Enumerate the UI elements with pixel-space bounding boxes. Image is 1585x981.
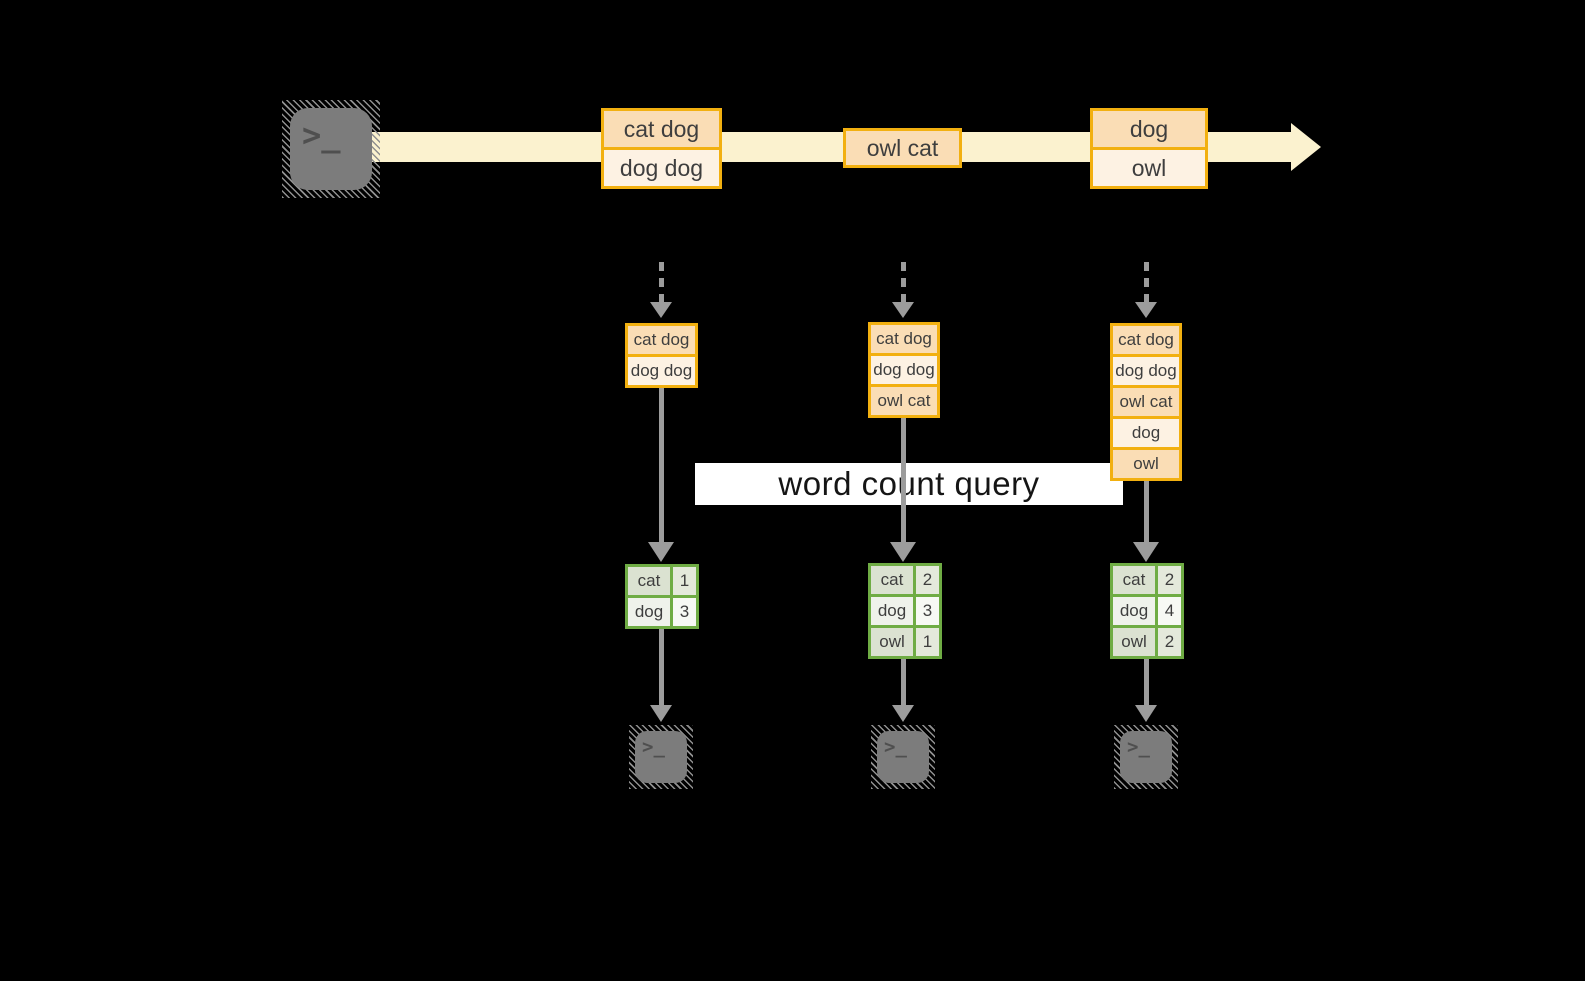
terminal-screen: >_	[877, 731, 929, 783]
terminal-prompt-icon: >_	[642, 736, 665, 758]
query-arrowhead-icon	[1133, 542, 1159, 562]
trigger-arrow-line-3	[1144, 262, 1149, 302]
result-arrow-line-1	[659, 629, 664, 706]
stream-event-box-1: cat dog dog dog	[601, 108, 722, 189]
query-arrowhead-icon	[648, 542, 674, 562]
trigger-arrowhead-icon	[1135, 302, 1157, 318]
state-line: owl	[1113, 450, 1179, 478]
word-cell: cat	[1113, 566, 1155, 594]
query-arrow-line-2	[901, 417, 906, 544]
terminal-screen: >_	[635, 731, 687, 783]
count-table-3: cat 2 dog 4 owl 2	[1110, 563, 1184, 659]
stream-arrowhead-icon	[1291, 123, 1321, 171]
stream-event-line: owl	[1093, 150, 1205, 186]
trigger-arrow-line-2	[901, 262, 906, 302]
result-arrowhead-icon	[892, 705, 914, 722]
count-cell: 1	[916, 628, 939, 656]
result-arrowhead-icon	[1135, 705, 1157, 722]
stream-event-line: cat dog	[604, 111, 719, 147]
word-cell: dog	[1113, 597, 1155, 625]
count-cell: 3	[673, 598, 696, 626]
word-cell: cat	[628, 567, 670, 595]
count-cell: 3	[916, 597, 939, 625]
state-line: dog dog	[628, 357, 695, 385]
word-cell: dog	[628, 598, 670, 626]
terminal-screen: >_	[290, 108, 372, 190]
query-arrow-line-1	[659, 388, 664, 544]
terminal-prompt-icon: >_	[1127, 736, 1150, 758]
state-line: owl cat	[1113, 388, 1179, 416]
state-line: cat dog	[628, 326, 695, 354]
result-arrow-line-3	[1144, 659, 1149, 706]
window-state-box-3: cat dog dog dog owl cat dog owl	[1110, 323, 1182, 481]
state-line: dog dog	[871, 356, 937, 384]
trigger-arrowhead-icon	[892, 302, 914, 318]
result-arrowhead-icon	[650, 705, 672, 722]
trigger-arrow-line-1	[659, 262, 664, 302]
window-state-box-2: cat dog dog dog owl cat	[868, 322, 940, 418]
state-line: owl cat	[871, 387, 937, 415]
count-cell: 1	[673, 567, 696, 595]
word-cell: cat	[871, 566, 913, 594]
result-arrow-line-2	[901, 659, 906, 706]
source-terminal-icon: >_	[282, 100, 380, 198]
stream-event-box-3: dog owl	[1090, 108, 1208, 189]
query-arrow-line-3	[1144, 481, 1149, 544]
window-state-box-1: cat dog dog dog	[625, 323, 698, 388]
count-cell: 2	[1158, 566, 1181, 594]
state-line: dog dog	[1113, 357, 1179, 385]
sink-terminal-icon-2: >_	[871, 725, 935, 789]
sink-terminal-icon-1: >_	[629, 725, 693, 789]
count-table-1: cat 1 dog 3	[625, 564, 699, 629]
stream-event-line: dog dog	[604, 150, 719, 186]
state-line: cat dog	[871, 325, 937, 353]
state-line: dog	[1113, 419, 1179, 447]
sink-terminal-icon-3: >_	[1114, 725, 1178, 789]
stream-event-box-2: owl cat	[843, 128, 962, 168]
trigger-arrowhead-icon	[650, 302, 672, 318]
terminal-prompt-icon: >_	[884, 736, 907, 758]
terminal-screen: >_	[1120, 731, 1172, 783]
word-cell: dog	[871, 597, 913, 625]
stream-event-line: dog	[1093, 111, 1205, 147]
query-arrowhead-icon	[890, 542, 916, 562]
query-label: word count query	[778, 465, 1040, 502]
state-line: cat dog	[1113, 326, 1179, 354]
query-label-box: word count query	[695, 463, 1123, 505]
count-cell: 2	[1158, 628, 1181, 656]
terminal-prompt-icon: >_	[302, 116, 341, 154]
word-cell: owl	[871, 628, 913, 656]
count-cell: 4	[1158, 597, 1181, 625]
count-cell: 2	[916, 566, 939, 594]
count-table-2: cat 2 dog 3 owl 1	[868, 563, 942, 659]
stream-event-line: owl cat	[846, 131, 959, 165]
word-cell: owl	[1113, 628, 1155, 656]
